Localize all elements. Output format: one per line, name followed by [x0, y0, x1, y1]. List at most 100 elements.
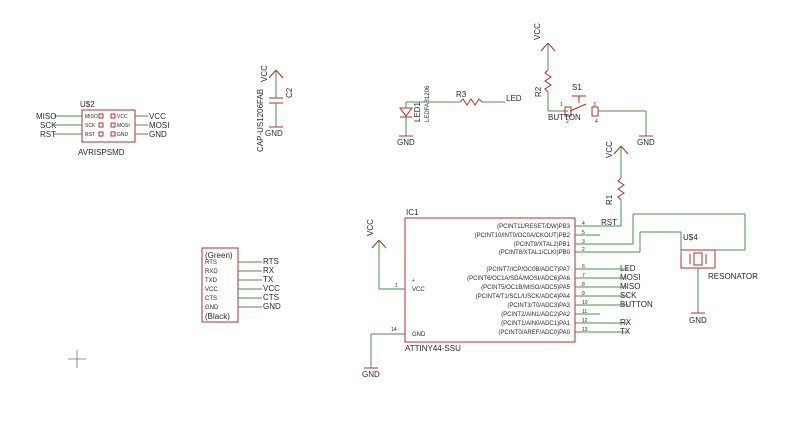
r1-branch: VCC R1 RST: [600, 141, 629, 227]
avrisp-pad: [110, 113, 116, 119]
switch-contact: [569, 103, 587, 112]
ic-pin-label: (PCINT7/ICP/OC0B/ADC7)PA7: [486, 267, 570, 273]
avrisp-net-label: MOSI: [149, 121, 169, 130]
ic-pin-label: (PCINT11/RESET/DW)PB3: [497, 224, 571, 230]
ftdi-net-label: CTS: [263, 293, 279, 302]
ic-pin-num: 6: [582, 264, 585, 270]
led-diode: [399, 107, 413, 117]
ic-pin-num: 1: [395, 283, 398, 289]
capacitor-c2: VCC GND CAP-US1206FAB C2: [256, 65, 294, 152]
led-gnd-label: GND: [397, 138, 415, 147]
r3-net-label: LED: [506, 94, 522, 103]
resonator: U$4 GND RESONATOR: [600, 213, 758, 325]
ic-name: IC1: [406, 208, 419, 217]
ftdi-net-label: VCC: [263, 284, 280, 293]
avrisp-name: U$2: [80, 100, 95, 109]
avrisp-inner-label: GND: [117, 132, 129, 138]
ic-pin-label: (PCINT1/AIN0/ADC1)PA1: [501, 321, 571, 327]
ftdi-net-label: RX: [263, 266, 275, 275]
ic-pin-label: (PCINT3/T0/ADC3)PA3: [507, 303, 570, 309]
ic-gnd-pin: GND: [412, 332, 426, 338]
led-name: LED1: [413, 101, 422, 122]
ic-pin-num: 3: [582, 239, 585, 245]
ftdi-pin-label: GND: [205, 305, 219, 311]
ic-vcc-arrow: [378, 239, 387, 249]
ftdi-bottom-label: (Black): [205, 312, 230, 321]
ic-pin-num: 8: [582, 282, 585, 288]
r3-resistor: [459, 98, 483, 106]
switch-pin: 1: [560, 102, 563, 108]
switch-name: S1: [572, 83, 582, 92]
cap-vcc-arrow: [268, 69, 277, 79]
switch-pad: [591, 106, 599, 117]
ic-body: [404, 217, 576, 343]
ic-pin-num: 12: [582, 318, 588, 324]
ic-vcc-pin: VCC: [412, 287, 425, 293]
ic-pin-label: (PCINT10/INT0/OC0A/CKOUT)PB2: [475, 233, 571, 239]
led-branch: LEDFAB1206 LED1 GND R3 LED: [397, 85, 522, 147]
ic-pin-label: (PCINT6/OC1A/SDA/MOSI/ADC6)PA6: [467, 276, 571, 282]
ic-vcc-arrow: [371, 239, 380, 249]
r1-name: R1: [605, 194, 614, 205]
avrisp-inner-label: SCK: [85, 123, 96, 129]
r2-vcc-label: VCC: [533, 23, 542, 40]
cap-vcc-label: VCC: [260, 65, 269, 82]
switch-pin: 4: [595, 119, 598, 125]
avrisp-inner-label: RST: [85, 132, 95, 138]
ftdi-header: (Green) (Black) RTS RXD TXD VCC CTS GND …: [201, 247, 281, 323]
avrisp-net-label: VCC: [149, 112, 166, 121]
ftdi-net-label: GND: [263, 302, 281, 311]
ftdi-pin-label: TXD: [205, 278, 218, 284]
ftdi-pin-rows: RTS RXD TXD VCC CTS GND RTS RX TX VCC CT…: [205, 257, 281, 311]
resonator-name: U$4: [683, 233, 698, 242]
ic-pin-label: (PCINT8/XTAL1/CLKI)PB0: [499, 250, 571, 256]
ic-pin-num: 11: [582, 309, 587, 315]
ic-pin-num: 14: [391, 327, 397, 333]
switch-pin: 3: [593, 102, 596, 108]
ic-pin-num: 13: [582, 327, 588, 333]
ic-pin-label: (PCINT0/AREF/ADC0)PA0: [498, 330, 570, 336]
switch-value: BUTTON: [548, 113, 581, 122]
ic-pin-num: 7: [582, 273, 585, 279]
r2-resistor: [544, 69, 552, 93]
avrisp-pad: [98, 113, 104, 119]
ic-pin-num: 5: [582, 230, 585, 236]
avrisp-inner-label: MOSI: [117, 123, 130, 129]
r2-name: R2: [534, 86, 543, 97]
ic-gnd-net-label: GND: [362, 370, 380, 379]
avrisp-inner-label: MISO: [85, 114, 98, 120]
avrisp-pad: [110, 122, 116, 128]
r1-vcc-arrow: [613, 145, 622, 155]
avrisp-header: U$2 MISO SCK RST VCC MOSI GND MISO SCK R…: [36, 100, 169, 157]
r1-vcc-arrow: [620, 145, 629, 155]
resonator-crystal: [693, 252, 703, 266]
ic-pin-num: 9: [582, 291, 585, 297]
avrisp-net-label: SCK: [40, 121, 57, 130]
ic-vcc-net-label: VCC: [366, 219, 375, 236]
switch-pin: 2: [566, 119, 569, 125]
r3-name: R3: [456, 90, 467, 99]
ftdi-pin-label: CTS: [205, 296, 217, 302]
avrisp-net-label: RST: [40, 130, 56, 139]
ic-vcc-plus: +: [412, 278, 415, 284]
resonator-value: RESONATOR: [708, 272, 758, 281]
ftdi-top-label: (Green): [205, 251, 233, 260]
avrisp-body: [81, 109, 136, 143]
ic-value: ATTINY44-SSU: [405, 344, 461, 353]
avrisp-value: AVRISPSMD: [78, 148, 125, 157]
r2-vcc-arrow: [540, 42, 549, 52]
cap-name: C2: [285, 87, 294, 98]
switch-gnd-label: GND: [637, 138, 655, 147]
r1-net-label: RST: [601, 218, 617, 227]
ic-net-label: BUTTON: [620, 300, 653, 309]
avrisp-pad: [110, 131, 116, 137]
ic-pin-label: (PCINT2/AIN1/ADC2)PA2: [501, 312, 571, 318]
button-branch: VCC R2 S1 1 2 3 4 GND BUTTON: [533, 23, 655, 147]
ftdi-net-label: RTS: [263, 257, 279, 266]
led-value: LEDFAB1206: [425, 85, 431, 122]
ftdi-pin-label: RTS: [205, 260, 217, 266]
resonator-gnd-label: GND: [689, 316, 707, 325]
avrisp-pad: [98, 122, 104, 128]
